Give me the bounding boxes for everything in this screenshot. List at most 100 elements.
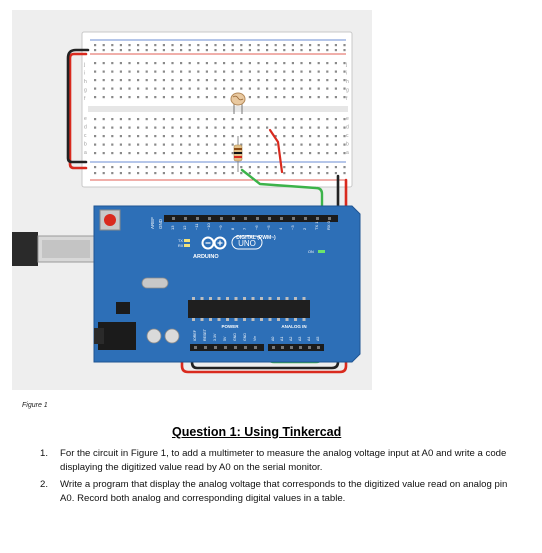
board-brand: ARDUINO [193, 254, 219, 260]
analog-pin [272, 346, 275, 349]
breadboard-hole [223, 70, 226, 73]
breadboard-hole [162, 79, 165, 82]
breadboard-hole [291, 62, 294, 65]
breadboard-hole [326, 62, 329, 65]
breadboard-hole [119, 135, 122, 138]
breadboard-hole [223, 118, 226, 121]
question-item: 1. For the circuit in Figure 1, to add a… [30, 447, 510, 474]
analog-pin-label: A5 [316, 337, 320, 341]
rail-hole [119, 49, 122, 52]
usb-connector [12, 232, 95, 266]
breadboard-hole [205, 87, 208, 90]
breadboard-hole [283, 96, 286, 99]
rail-hole [300, 49, 303, 52]
rail-hole [94, 49, 97, 52]
rail-hole [188, 172, 191, 175]
rail-hole [128, 166, 131, 169]
breadboard-hole [94, 70, 97, 73]
breadboard-hole [291, 87, 294, 90]
breadboard-hole [334, 118, 337, 121]
breadboard-hole [128, 87, 131, 90]
breadboard-hole [317, 135, 320, 138]
chip-pin [234, 318, 238, 321]
breadboard-hole [205, 152, 208, 155]
rail-hole [188, 44, 191, 47]
power-pin-label: RESET [203, 328, 207, 341]
breadboard-hole [334, 62, 337, 65]
digital-pin-label: 7 [242, 227, 247, 230]
breadboard-hole [145, 96, 148, 99]
breadboard-hole [162, 62, 165, 65]
breadboard-hole [188, 70, 191, 73]
breadboard-hole [128, 118, 131, 121]
chip-pin [243, 318, 246, 321]
breadboard-hole [291, 96, 294, 99]
breadboard-hole [137, 87, 140, 90]
breadboard-row-label: i [346, 71, 347, 77]
breadboard-hole [274, 135, 277, 138]
breadboard-hole [94, 96, 97, 99]
breadboard-hole [223, 143, 226, 146]
breadboard-hole [188, 135, 191, 138]
breadboard-hole [334, 79, 337, 82]
rail-hole [128, 44, 131, 47]
chip-pin [268, 318, 272, 321]
rail-hole [137, 44, 140, 47]
chip-pin [260, 297, 263, 300]
breadboard-hole [214, 79, 217, 82]
breadboard-hole [154, 118, 157, 121]
digital-pin-label: ~9 [218, 225, 223, 230]
chip-pin [277, 318, 280, 321]
photoresistor [230, 92, 246, 114]
breadboard-hole [145, 126, 148, 129]
digital-pin-label: 13 [170, 225, 175, 230]
breadboard-hole [162, 87, 165, 90]
rail-hole [102, 44, 105, 47]
chip-pin [302, 318, 306, 321]
rail-hole [283, 172, 286, 175]
rail-hole [248, 44, 251, 47]
breadboard-hole [300, 143, 303, 146]
breadboard-hole [111, 96, 114, 99]
rail-hole [248, 49, 251, 52]
rail-hole [197, 172, 200, 175]
breadboard-hole [171, 126, 174, 129]
breadboard-hole [283, 143, 286, 146]
breadboard-hole [154, 152, 157, 155]
breadboard-hole [154, 126, 157, 129]
digital-pin-label: 2 [302, 227, 307, 230]
breadboard-hole [326, 79, 329, 82]
breadboard-hole [137, 152, 140, 155]
breadboard-hole [248, 152, 251, 155]
rail-hole [154, 44, 157, 47]
rail-hole [171, 172, 174, 175]
breadboard-hole [145, 135, 148, 138]
breadboard-hole [274, 70, 277, 73]
rail-hole [231, 49, 234, 52]
breadboard-hole [102, 118, 105, 121]
breadboard-hole [223, 135, 226, 138]
breadboard-hole [119, 70, 122, 73]
breadboard-hole [137, 143, 140, 146]
rail-hole [111, 172, 114, 175]
breadboard-hole [94, 126, 97, 129]
rail-hole [309, 49, 312, 52]
breadboard-hole [180, 126, 183, 129]
breadboard-hole [257, 135, 260, 138]
rail-hole [334, 44, 337, 47]
analog-pin-label: A0 [271, 337, 275, 341]
breadboard-hole [257, 70, 260, 73]
chip-pin [209, 318, 212, 321]
digital-pin-label: ~11 [194, 223, 199, 230]
rail-hole [119, 172, 122, 175]
aref-label: AREF [150, 217, 155, 229]
breadboard-row-label: d [346, 125, 349, 131]
breadboard-hole [102, 143, 105, 146]
breadboard-hole [266, 62, 269, 65]
breadboard-hole [119, 118, 122, 121]
breadboard-hole [343, 87, 346, 90]
breadboard-hole [197, 135, 200, 138]
breadboard-hole [274, 143, 277, 146]
breadboard-hole [334, 152, 337, 155]
header-pin [328, 217, 331, 220]
